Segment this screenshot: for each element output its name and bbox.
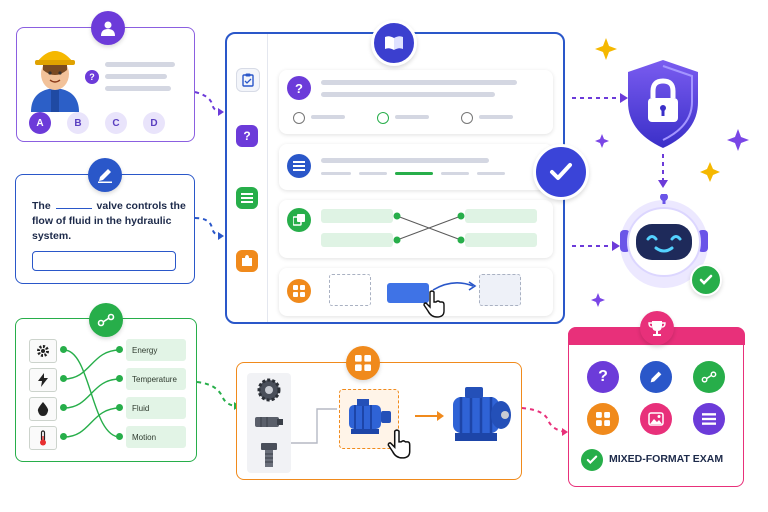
question-line xyxy=(105,86,171,91)
option-c-button[interactable]: C xyxy=(105,112,127,134)
question-builder-panel: ? ? xyxy=(225,32,565,324)
match-label-temperature[interactable]: Temperature xyxy=(126,368,186,390)
exam-label: MIXED-FORMAT EXAM xyxy=(609,453,724,465)
arrow-right-icon xyxy=(415,411,444,421)
match-label-motion[interactable]: Motion xyxy=(126,426,186,448)
matching-card: Energy Temperature Fluid Motion xyxy=(15,318,197,462)
motor-small-icon xyxy=(349,399,391,434)
question-mark-icon: ? xyxy=(85,70,99,84)
list-type-icon[interactable] xyxy=(236,187,258,209)
radio-option[interactable] xyxy=(293,112,305,124)
option-a-button[interactable]: A xyxy=(29,112,51,134)
match-dot[interactable] xyxy=(60,346,67,353)
hand-cursor-icon xyxy=(423,290,445,318)
mixed-format-exam-card: ? MIXED-FORMAT EXAM xyxy=(567,327,745,487)
question-type-icon[interactable]: ? xyxy=(587,361,619,393)
grid-icon xyxy=(287,279,311,303)
option-b-button[interactable]: B xyxy=(67,112,89,134)
radio-option[interactable] xyxy=(461,112,473,124)
mcq-card: ? A B C D xyxy=(16,27,195,142)
blank-underline xyxy=(55,208,92,209)
answer-input[interactable] xyxy=(32,251,176,271)
grid-type-icon[interactable] xyxy=(587,403,619,435)
connect-type-icon[interactable] xyxy=(693,361,725,393)
question-line xyxy=(321,80,517,85)
match-slot[interactable] xyxy=(321,233,393,247)
puzzle-type-icon[interactable] xyxy=(236,250,258,272)
worker-avatar xyxy=(31,51,79,112)
list-question-row[interactable] xyxy=(279,144,553,190)
option-line xyxy=(321,172,351,175)
radio-option-selected[interactable] xyxy=(377,112,389,124)
tray-connector xyxy=(291,408,337,444)
user-icon xyxy=(91,11,125,45)
option-line xyxy=(477,172,505,175)
mcq-question-row[interactable]: ? xyxy=(279,70,553,134)
lock-shield-icon xyxy=(628,60,698,148)
drop-zone[interactable] xyxy=(329,274,371,306)
image-type-icon[interactable] xyxy=(640,403,672,435)
list-type-icon[interactable] xyxy=(693,403,725,435)
question-line xyxy=(321,158,489,163)
bolt-part-icon[interactable] xyxy=(253,441,285,469)
drag-drop-card xyxy=(236,362,522,480)
question-line xyxy=(105,62,175,67)
matching-question-row[interactable] xyxy=(279,200,553,258)
droplet-icon[interactable] xyxy=(29,397,57,421)
drag-drop-question-row[interactable] xyxy=(279,268,553,318)
match-label-fluid[interactable]: Fluid xyxy=(126,397,186,419)
option-line xyxy=(311,115,345,119)
gear-icon[interactable] xyxy=(29,339,57,363)
match-dot[interactable] xyxy=(60,404,67,411)
option-line-selected xyxy=(395,172,433,175)
lightning-icon[interactable] xyxy=(29,368,57,392)
match-slot[interactable] xyxy=(465,233,537,247)
list-icon xyxy=(287,154,311,178)
option-line xyxy=(479,115,513,119)
drag-arrow xyxy=(432,281,477,291)
option-line xyxy=(359,172,387,175)
clipboard-icon[interactable] xyxy=(236,68,260,92)
checkmark-icon xyxy=(533,144,589,200)
match-slot[interactable] xyxy=(321,209,393,223)
robot-icon xyxy=(620,194,708,288)
trophy-icon xyxy=(640,311,674,345)
sidebar xyxy=(227,34,268,322)
fill-blank-card: The valve controls the flow of fluid in … xyxy=(15,174,195,284)
question-line xyxy=(321,92,495,97)
connect-icon xyxy=(89,303,123,337)
match-slot[interactable] xyxy=(465,209,537,223)
pencil-icon xyxy=(88,158,122,192)
motor-large-icon xyxy=(453,387,511,441)
hand-cursor-icon xyxy=(387,429,411,459)
option-d-button[interactable]: D xyxy=(143,112,165,134)
question-type-icon[interactable]: ? xyxy=(236,125,258,147)
drag-item[interactable] xyxy=(387,283,429,303)
gear-part-icon[interactable] xyxy=(253,377,285,403)
verified-check-icon xyxy=(690,264,722,296)
question-line xyxy=(105,74,167,79)
option-line xyxy=(395,115,429,119)
match-dot[interactable] xyxy=(60,375,67,382)
match-cross-lines xyxy=(393,212,465,244)
match-label-energy[interactable]: Energy xyxy=(126,339,186,361)
sparkle-icons xyxy=(591,38,749,307)
question-mark-icon: ? xyxy=(287,76,311,100)
grid-icon xyxy=(346,346,380,380)
pencil-type-icon[interactable] xyxy=(640,361,672,393)
option-line xyxy=(441,172,469,175)
check-circle-icon xyxy=(581,449,603,471)
drop-zone[interactable] xyxy=(479,274,521,306)
shaft-part-icon[interactable] xyxy=(253,409,285,435)
thermometer-icon[interactable] xyxy=(29,426,57,450)
book-icon xyxy=(371,20,417,66)
fill-blank-question: The valve controls the flow of fluid in … xyxy=(32,200,186,242)
copy-icon xyxy=(287,208,311,232)
match-dot[interactable] xyxy=(60,433,67,440)
match-lines xyxy=(63,349,121,438)
